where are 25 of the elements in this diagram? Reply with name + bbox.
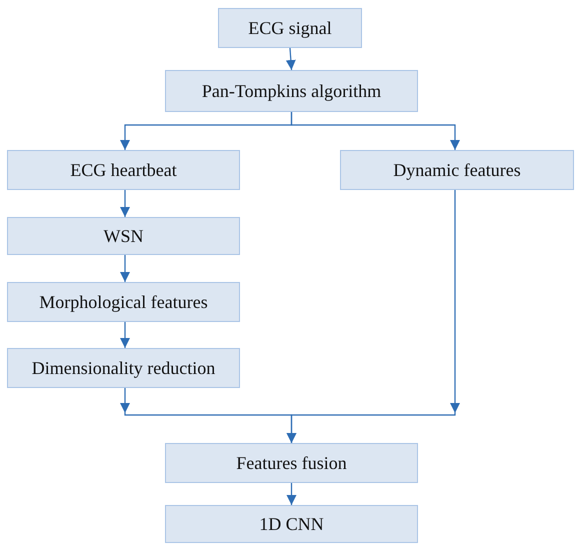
box-label: ECG signal (248, 18, 332, 38)
process-box (165, 505, 418, 543)
box-label: Dynamic features (393, 160, 521, 180)
process-box (7, 217, 240, 255)
process-box (218, 8, 362, 48)
arrow (286, 48, 296, 70)
arrow (286, 483, 296, 505)
arrow (290, 112, 460, 150)
arrow (286, 190, 456, 443)
box-label: 1D CNN (259, 514, 324, 534)
box-label: Features fusion (236, 452, 347, 474)
process-box (7, 282, 240, 322)
arrow (120, 255, 130, 282)
arrow (120, 190, 130, 217)
process-box (340, 150, 574, 190)
box-label: WSN (104, 226, 144, 246)
box-label: Pan-Tompkins algorithm (202, 80, 382, 102)
process-box (165, 443, 418, 483)
process-box (7, 348, 240, 388)
process-box (165, 70, 418, 112)
process-box (7, 150, 240, 190)
box-label: Dimensionality reduction (32, 358, 216, 378)
box-label: ECG heartbeat (70, 160, 177, 180)
box-label: Morphological features (39, 292, 208, 312)
arrow (120, 322, 130, 348)
